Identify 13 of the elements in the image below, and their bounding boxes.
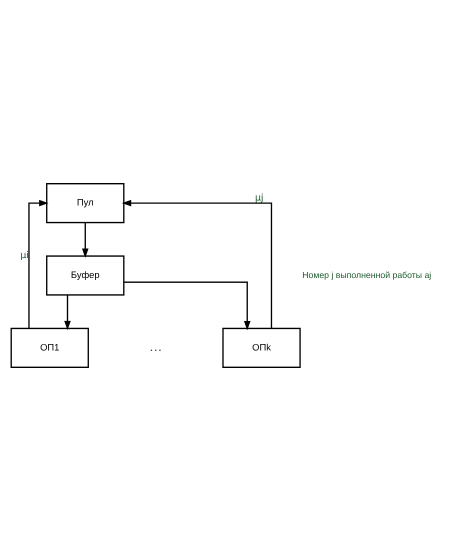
arrow: [124, 281, 251, 330]
arrow: [82, 222, 89, 258]
node-box: ОПk: [222, 327, 301, 368]
node-box: Буфер: [46, 254, 124, 296]
edge-label: μj: [254, 192, 264, 204]
node-box: Пул: [46, 182, 124, 223]
arrow: [28, 199, 48, 328]
node-box: ОП1: [10, 327, 89, 368]
edge-label: μi: [20, 249, 29, 260]
arrow: [122, 199, 272, 328]
label: Номер j выполненной работы aj: [302, 269, 432, 280]
label: …: [148, 338, 162, 354]
arrow: [64, 294, 71, 330]
